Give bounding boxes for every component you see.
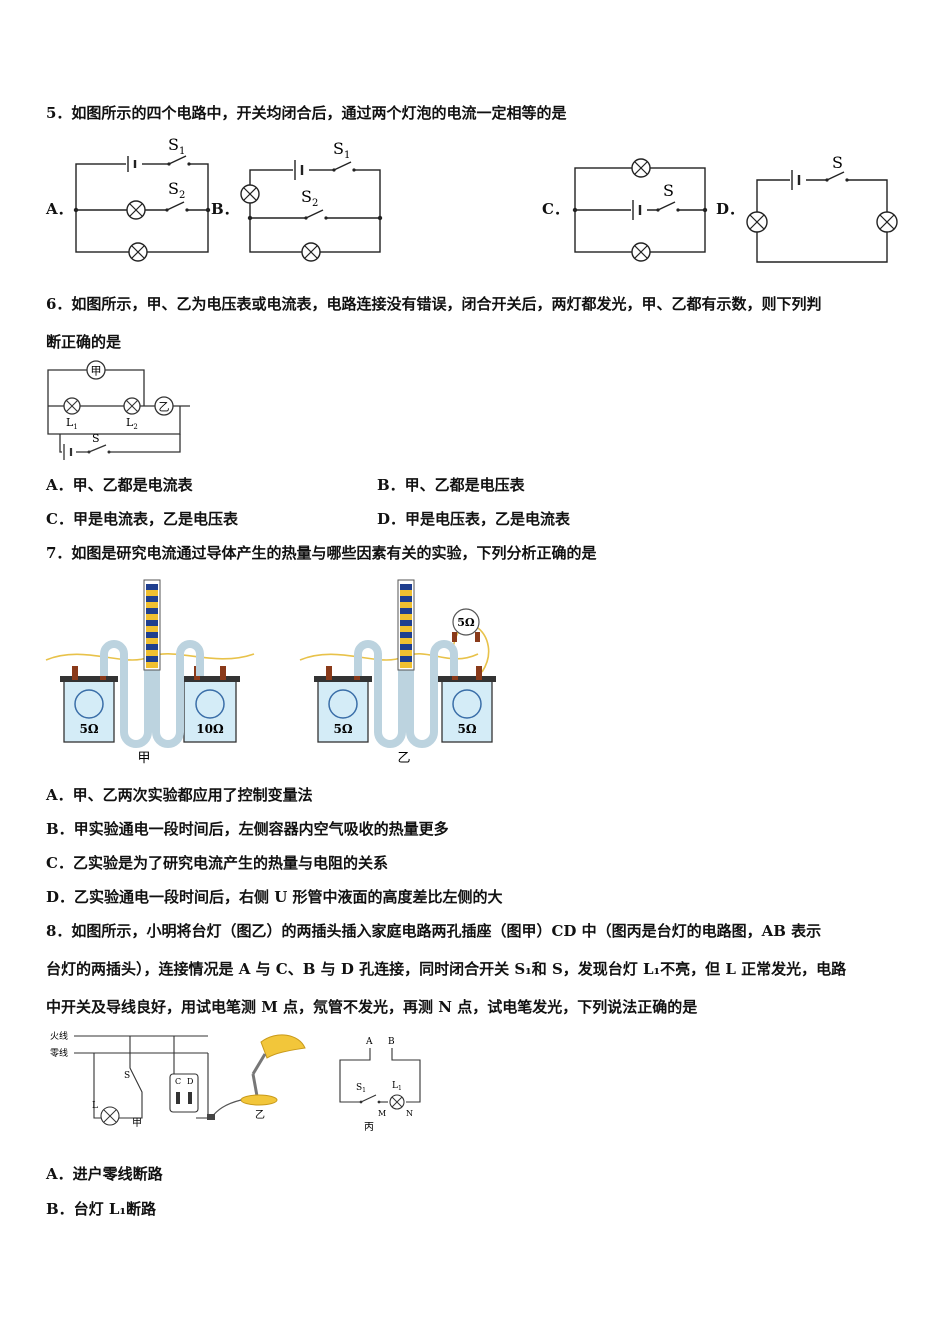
q8-stem-line2: 台灯的两插头），连接情况是 A 与 C、B 与 D 孔连接，同时闭合开关 S₁和… <box>46 960 847 978</box>
q5a-lamp-middle <box>126 200 146 220</box>
q5-option-c-label: C． <box>542 200 569 218</box>
q8-bing-s1-label: S1 <box>356 1083 366 1094</box>
svg-text:甲: 甲 <box>91 365 102 378</box>
q5d-lamp-right <box>876 211 898 233</box>
q6-stem-line1: 6．如图所示，甲、乙为电压表或电流表，电路连接没有错误，闭合开关后，两灯都发光，… <box>46 295 822 313</box>
svg-text:乙: 乙 <box>159 401 170 414</box>
q8-option-a[interactable]: A．进户零线断路 <box>46 1165 163 1183</box>
q8-bing-b-label: B <box>388 1037 395 1047</box>
q5-stem: 5．如图所示的四个电路中，开关均闭合后，通过两个灯泡的电流一定相等的是 <box>46 104 567 122</box>
q5b-s2-label: S2 <box>301 187 318 209</box>
q8-jia-socket: C D <box>169 1073 199 1113</box>
q7-stem: 7．如图是研究电流通过导体产生的热量与哪些因素有关的实验，下列分析正确的是 <box>46 544 597 562</box>
q5-option-b-label: B． <box>211 200 239 218</box>
q7-jia-u-tubes <box>100 580 204 748</box>
q5c-lamp-bottom <box>631 242 651 262</box>
q5b-s1-label: S1 <box>333 139 350 161</box>
q5-circuit-c: S <box>572 158 708 262</box>
q8-live-wire-label: 火线 <box>50 1030 68 1042</box>
q8-jia-caption: 甲 <box>132 1118 142 1128</box>
q8-bing-a-label: A <box>365 1037 373 1047</box>
q8-stem-line3: 中开关及导线良好，用试电笔测 M 点，氖管不发光，再测 N 点，试电笔发光，下列… <box>46 998 698 1016</box>
q6-l2-label: L2 <box>126 416 138 431</box>
q8-bing-caption: 丙 <box>364 1122 374 1133</box>
q5a-lamp-bottom <box>128 242 148 262</box>
q5b-lamp-bottom <box>301 242 321 262</box>
q7-option-c[interactable]: C．乙实验是为了研究电流产生的热量与电阻的关系 <box>46 854 388 872</box>
q8-figure-jia: 火线 零线 S L C D 甲 <box>50 1030 209 1128</box>
svg-text:5Ω: 5Ω <box>457 616 475 629</box>
q6-option-b[interactable]: B．甲、乙都是电压表 <box>377 476 525 494</box>
q5a-s1-label: S1 <box>168 135 185 157</box>
q7-jia-scale <box>146 584 158 668</box>
q8-jia-lamp-l <box>100 1106 120 1126</box>
q6-lamp-l1 <box>63 397 81 415</box>
q8-bing-lamp-l1 <box>389 1094 405 1110</box>
q6-lamp-l2 <box>123 397 141 415</box>
q8-jia-l-label: L <box>92 1101 98 1111</box>
q7-yi-u-tubes <box>354 580 458 748</box>
svg-text:D: D <box>187 1077 193 1086</box>
q6-meter-jia: 甲 <box>86 360 106 380</box>
q5c-s-label: S <box>663 181 674 200</box>
q7-jia-right-container: 10Ω <box>180 666 240 743</box>
q7-yi-scale <box>400 584 412 668</box>
q7-yi-caption: 乙 <box>397 751 410 766</box>
q6-meter-yi: 乙 <box>154 396 174 416</box>
q5b-lamp-left <box>240 184 260 204</box>
q5c-lamp-top <box>631 158 651 178</box>
q5-option-a-label: A． <box>46 200 73 218</box>
q7-jia-left-resistance: 5Ω <box>79 722 98 736</box>
q7-option-b[interactable]: B．甲实验通电一段时间后，左侧容器内空气吸收的热量更多 <box>46 820 449 838</box>
q7-yi-left-resistance: 5Ω <box>333 722 352 736</box>
q5d-s-label: S <box>832 153 843 172</box>
q7-jia-caption: 甲 <box>137 751 150 766</box>
q5-circuit-a: S1 S2 <box>73 135 211 262</box>
q8-bing-n-label: N <box>406 1109 413 1118</box>
svg-text:C: C <box>175 1077 181 1086</box>
q6-option-a[interactable]: A．甲、乙都是电流表 <box>46 476 193 494</box>
q8-figure-yi-desk-lamp: 乙 <box>207 1034 306 1121</box>
q6-stem-line2: 断正确的是 <box>46 333 122 351</box>
q5-circuit-d: S <box>746 153 898 263</box>
q8-stem-line1: 8．如图所示，小明将台灯（图乙）的两插头插入家庭电路两孔插座（图甲）CD 中（图… <box>46 922 822 940</box>
q6-l1-label: L1 <box>66 416 78 431</box>
q7-jia-right-resistance: 10Ω <box>196 722 224 736</box>
q5a-s2-label: S2 <box>168 179 185 201</box>
q7-yi-right-container: 5Ω <box>438 666 496 743</box>
q6-s-label: S <box>92 432 100 445</box>
q6-option-d[interactable]: D．甲是电压表，乙是电流表 <box>377 510 571 528</box>
q7-yi-extra-resistor: 5Ω <box>452 608 480 642</box>
q7-option-d[interactable]: D．乙实验通电一段时间后，右侧 U 形管中液面的高度差比左侧的大 <box>46 888 503 906</box>
q5d-lamp-left <box>746 211 768 233</box>
q7-figure-yi: 5Ω 5Ω 5Ω 乙 <box>299 579 496 766</box>
q8-option-b[interactable]: B．台灯 L₁断路 <box>46 1200 157 1218</box>
q7-jia-left-container: 5Ω <box>60 666 118 743</box>
q8-yi-caption: 乙 <box>255 1109 265 1121</box>
q7-yi-right-resistance: 5Ω <box>457 722 476 736</box>
q8-figure-bing: A B S1 L1 M N 丙 <box>339 1037 421 1133</box>
q8-jia-s-label: S <box>124 1071 130 1081</box>
q5-option-d-label: D． <box>716 200 745 218</box>
q6-option-c[interactable]: C．甲是电流表，乙是电压表 <box>46 510 238 528</box>
q5-circuit-b: S1 S2 <box>240 139 383 262</box>
q8-bing-m-label: M <box>378 1109 386 1118</box>
q7-yi-left-container: 5Ω <box>314 666 372 743</box>
q6-circuit: 甲 L1 L2 乙 S <box>47 360 190 460</box>
q7-option-a[interactable]: A．甲、乙两次实验都应用了控制变量法 <box>46 786 313 804</box>
q8-bing-l1-label: L1 <box>392 1081 402 1092</box>
q8-neutral-wire-label: 零线 <box>50 1047 68 1059</box>
q7-figure-jia: 5Ω 10Ω 甲 <box>45 579 255 766</box>
